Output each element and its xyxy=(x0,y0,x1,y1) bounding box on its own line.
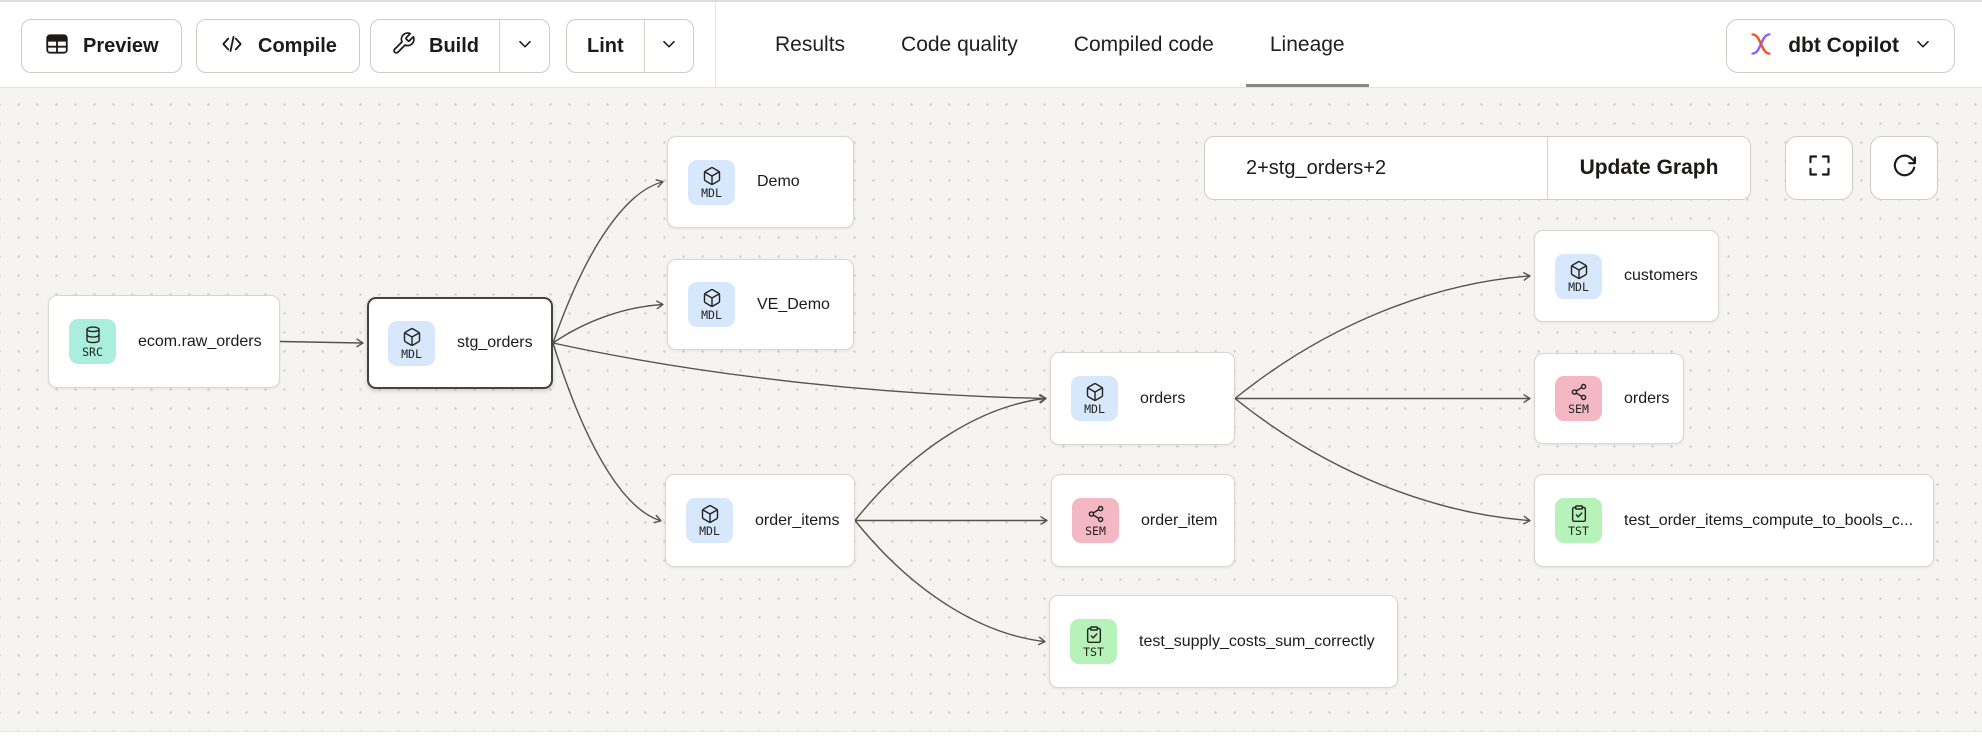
cube-icon: MDL xyxy=(1071,376,1118,421)
lint-dropdown-button[interactable] xyxy=(643,20,693,72)
node-label: Demo xyxy=(757,173,800,190)
chevron-down-icon xyxy=(1912,33,1934,60)
node-type-badge: MDL xyxy=(701,308,722,322)
dbt-copilot-icon xyxy=(1747,30,1775,63)
graph-node-order_item_sem[interactable]: SEM order_item xyxy=(1051,474,1235,567)
node-label: test_supply_costs_sum_correctly xyxy=(1139,632,1375,650)
build-button[interactable]: Build xyxy=(371,20,499,72)
lint-split-button: Lint xyxy=(566,19,694,73)
node-label: test_order_items_compute_to_bools_c... xyxy=(1624,511,1914,529)
preview-button[interactable]: Preview xyxy=(21,19,182,73)
table-icon xyxy=(44,31,70,62)
database-icon: SRC xyxy=(69,319,116,364)
lint-button-label: Lint xyxy=(587,34,624,57)
cube-icon: MDL xyxy=(686,498,733,543)
graph-node-orders_mdl[interactable]: MDL orders xyxy=(1050,352,1235,445)
graph-node-stg_orders[interactable]: MDL stg_orders xyxy=(367,297,553,389)
node-type-badge: MDL xyxy=(401,346,422,361)
edge-stg_orders-to-demo xyxy=(552,179,664,344)
build-dropdown-button[interactable] xyxy=(499,20,549,72)
node-label: order_item xyxy=(1141,511,1218,529)
lint-button[interactable]: Lint xyxy=(567,20,644,72)
preview-button-label: Preview xyxy=(83,34,159,57)
dbt-copilot-label: dbt Copilot xyxy=(1788,34,1899,57)
graph-node-ve_demo[interactable]: MDL VE_Demo xyxy=(667,259,854,350)
tab-compiled-code[interactable]: Compiled code xyxy=(1073,32,1214,56)
node-type-badge: MDL xyxy=(701,185,722,200)
graph-node-demo[interactable]: MDL Demo xyxy=(667,136,854,228)
tab-results[interactable]: Results xyxy=(775,32,846,56)
edge-order_items-to-test_supply_costs xyxy=(854,520,1046,646)
clipboard-check-icon: TST xyxy=(1555,498,1602,543)
graph-node-ecom_raw_orders[interactable]: SRC ecom.raw_orders xyxy=(48,295,280,388)
cube-icon: MDL xyxy=(388,320,435,366)
wrench-icon xyxy=(391,31,416,61)
dbt-copilot-button[interactable]: dbt Copilot xyxy=(1726,19,1955,73)
graph-node-customers[interactable]: MDL customers xyxy=(1534,230,1719,322)
code-icon xyxy=(219,31,245,62)
build-button-label: Build xyxy=(429,34,479,57)
node-type-badge: MDL xyxy=(699,524,720,538)
clipboard-check-icon: TST xyxy=(1070,619,1117,664)
edge-orders_mdl-to-customers xyxy=(1234,272,1531,400)
refresh-icon xyxy=(1891,152,1918,184)
node-label: orders xyxy=(1624,389,1670,407)
node-type-badge: SRC xyxy=(82,345,103,359)
tab-code-quality[interactable]: Code quality xyxy=(901,32,1018,56)
cube-icon: MDL xyxy=(1555,253,1602,299)
lineage-selector: Update Graph xyxy=(1204,136,1751,200)
node-type-badge: SEM xyxy=(1085,524,1106,538)
node-label: VE_Demo xyxy=(757,295,830,313)
node-type-badge: TST xyxy=(1083,645,1104,659)
node-label: orders xyxy=(1140,389,1186,407)
result-tabs: Results Code quality Compiled code Linea… xyxy=(751,2,1369,87)
fullscreen-button[interactable] xyxy=(1785,136,1853,200)
chevron-down-icon xyxy=(658,33,680,60)
selector-input[interactable] xyxy=(1205,137,1547,199)
compile-button-label: Compile xyxy=(258,34,337,57)
graph-node-test_supply_costs[interactable]: TST test_supply_costs_sum_correctly xyxy=(1049,595,1398,688)
tab-lineage[interactable]: Lineage xyxy=(1245,2,1369,87)
build-split-button: Build xyxy=(370,19,550,73)
refresh-button[interactable] xyxy=(1870,136,1938,200)
chevron-down-icon xyxy=(514,33,536,60)
node-label: stg_orders xyxy=(457,334,533,351)
edge-stg_orders-to-order_items xyxy=(552,342,662,524)
cube-icon: MDL xyxy=(688,282,735,327)
edge-ecom_raw_orders-to-stg_orders xyxy=(279,338,364,348)
node-label: ecom.raw_orders xyxy=(138,332,262,350)
node-label: customers xyxy=(1624,267,1698,284)
edge-stg_orders-to-orders_mdl xyxy=(552,342,1047,403)
horizontal-scrollbar-track[interactable] xyxy=(0,731,1982,748)
edge-order_items-to-orders_mdl xyxy=(854,394,1047,521)
graph-node-orders_sem[interactable]: SEM orders xyxy=(1534,353,1684,444)
node-type-badge: TST xyxy=(1568,524,1589,538)
edge-stg_orders-to-ve_demo xyxy=(552,300,664,344)
edge-orders_mdl-to-test_order_items xyxy=(1234,397,1531,525)
graph-node-order_items[interactable]: MDL order_items xyxy=(665,474,855,567)
graph-node-test_order_items[interactable]: TST test_order_items_compute_to_bools_c..… xyxy=(1534,474,1934,567)
fullscreen-icon xyxy=(1806,152,1833,184)
update-graph-button[interactable]: Update Graph xyxy=(1547,137,1750,199)
network-icon: SEM xyxy=(1555,376,1602,421)
node-type-badge: SEM xyxy=(1568,402,1589,416)
toolbar-divider xyxy=(715,2,716,87)
node-type-badge: MDL xyxy=(1084,402,1105,416)
cube-icon: MDL xyxy=(688,159,735,205)
node-label: order_items xyxy=(755,511,840,529)
compile-button[interactable]: Compile xyxy=(196,19,360,73)
network-icon: SEM xyxy=(1072,498,1119,543)
top-toolbar: Preview Compile Build Lint xyxy=(0,0,1982,88)
node-type-badge: MDL xyxy=(1568,279,1589,294)
